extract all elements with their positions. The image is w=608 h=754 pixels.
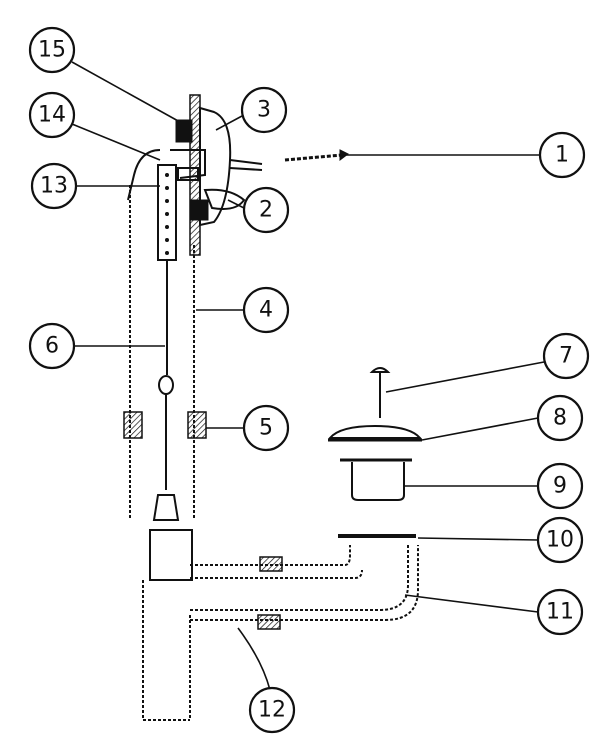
stopper-and-strainer bbox=[327, 367, 423, 538]
callout-2: 2 bbox=[242, 186, 290, 234]
callout-7: 7 bbox=[542, 332, 590, 380]
callout-4: 4 bbox=[242, 286, 290, 334]
callout-6-label: 6 bbox=[45, 334, 59, 359]
callout-13: 13 bbox=[30, 162, 78, 210]
callout-4-label: 4 bbox=[259, 298, 273, 323]
callout-15-label: 15 bbox=[38, 38, 66, 63]
leader-lines bbox=[71, 61, 545, 691]
callout-11: 11 bbox=[536, 588, 584, 636]
callout-8: 8 bbox=[536, 394, 584, 442]
callout-5: 5 bbox=[242, 404, 290, 452]
callout-10: 10 bbox=[536, 516, 584, 564]
callout-2-label: 2 bbox=[259, 198, 273, 223]
callout-10-label: 10 bbox=[546, 528, 574, 553]
callout-6: 6 bbox=[28, 322, 76, 370]
callout-3: 3 bbox=[240, 86, 288, 134]
callout-9: 9 bbox=[536, 462, 584, 510]
callout-9-label: 9 bbox=[553, 474, 567, 499]
mounting-screw bbox=[284, 149, 349, 162]
callout-11-label: 11 bbox=[546, 600, 574, 625]
callout-12-label: 12 bbox=[258, 698, 286, 723]
callout-3-label: 3 bbox=[257, 98, 271, 123]
callout-12: 12 bbox=[248, 686, 296, 734]
callout-7-label: 7 bbox=[559, 344, 573, 369]
callout-13-label: 13 bbox=[40, 174, 68, 199]
callout-5-label: 5 bbox=[259, 416, 273, 441]
callout-14-label: 14 bbox=[38, 103, 66, 128]
waste-tee bbox=[142, 545, 419, 721]
callout-15: 15 bbox=[28, 26, 76, 74]
overflow-tube bbox=[123, 164, 207, 581]
callout-1: 1 bbox=[538, 131, 586, 179]
callout-1-label: 1 bbox=[555, 143, 569, 168]
callout-8-label: 8 bbox=[553, 406, 567, 431]
overflow-plate-assembly bbox=[127, 94, 263, 256]
callout-14: 14 bbox=[28, 91, 76, 139]
